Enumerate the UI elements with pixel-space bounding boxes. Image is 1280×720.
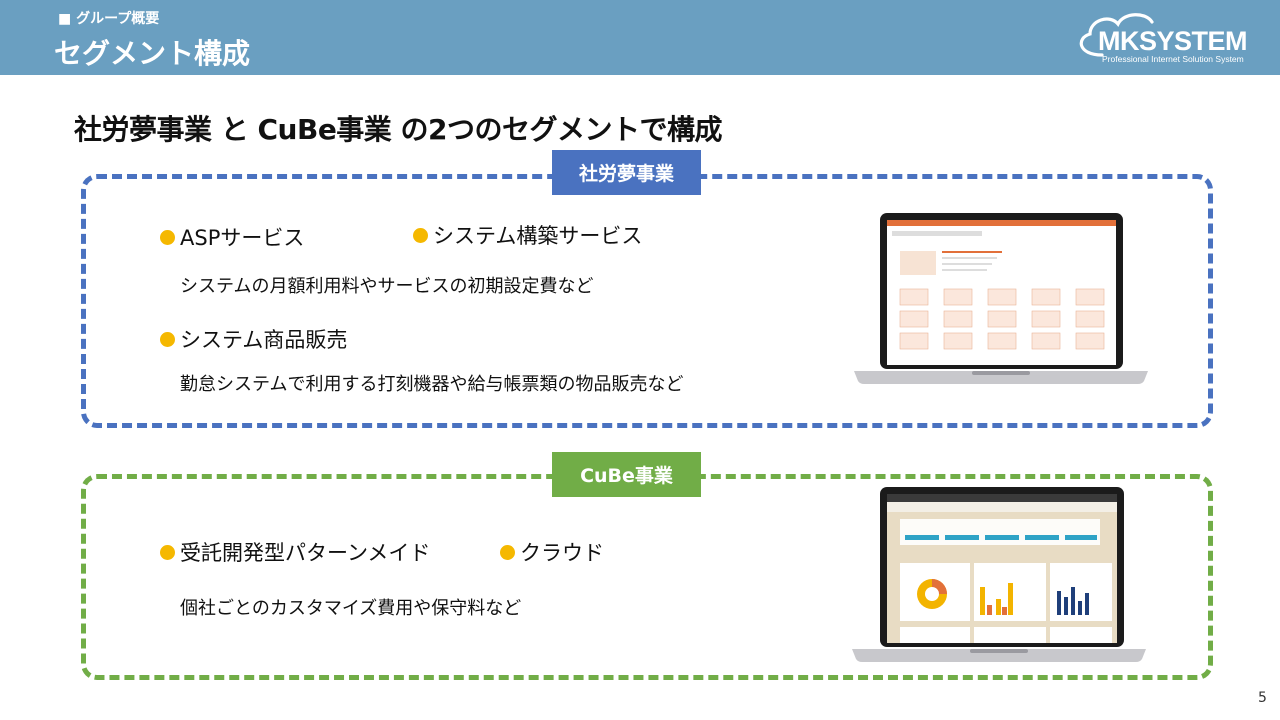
logo-subtext: Professional Internet Solution System xyxy=(1102,54,1244,64)
bullet-item: クラウド xyxy=(500,537,604,567)
bullet-dot-icon xyxy=(500,544,515,560)
bullet-item: システム商品販売 xyxy=(160,324,347,354)
segment-description: システムの月額利用料やサービスの初期設定費など xyxy=(180,276,594,297)
bullet-label: ASPサービス xyxy=(180,226,305,250)
bullet-item: システム構築サービス xyxy=(413,220,642,250)
cloud-logo-icon xyxy=(1079,13,1154,57)
laptop-sharoumu-screenshot-image xyxy=(854,213,1148,384)
bullet-label: システム商品販売 xyxy=(180,328,348,352)
bullet-label: システム構築サービス xyxy=(433,224,643,248)
bullet-label: クラウド xyxy=(520,541,604,565)
bullet-dot-icon xyxy=(160,229,175,245)
page-title: セグメント構成 xyxy=(54,37,251,70)
segment-tag-cube: CuBe事業 xyxy=(552,452,701,497)
logo-text: MKSYSTEM xyxy=(1098,26,1248,56)
headline: 社労夢事業 と CuBe事業 の2つのセグメントで構成 xyxy=(74,113,723,146)
page-number: 5 xyxy=(1258,690,1267,706)
bullet-dot-icon xyxy=(160,331,175,347)
section-label: ■ グループ概要 xyxy=(58,11,160,27)
segment-tag-sharoumu: 社労夢事業 xyxy=(552,150,701,195)
segment-description: 勤怠システムで利用する打刻機器や給与帳票類の物品販売など xyxy=(180,374,684,395)
bullet-dot-icon xyxy=(413,227,428,243)
bullet-dot-icon xyxy=(160,544,175,560)
segment-description: 個社ごとのカスタマイズ費用や保守料など xyxy=(180,598,522,619)
bullet-label: 受託開発型パターンメイド xyxy=(180,541,431,565)
bullet-item: 受託開発型パターンメイド xyxy=(160,537,430,567)
header-bar: ■ グループ概要 セグメント構成 MKSYSTEM Professional I… xyxy=(0,0,1280,75)
company-logo: MKSYSTEM Professional Internet Solution … xyxy=(1068,8,1248,70)
bullet-item: ASPサービス xyxy=(160,222,304,252)
laptop-cube-screenshot-image xyxy=(852,487,1146,662)
